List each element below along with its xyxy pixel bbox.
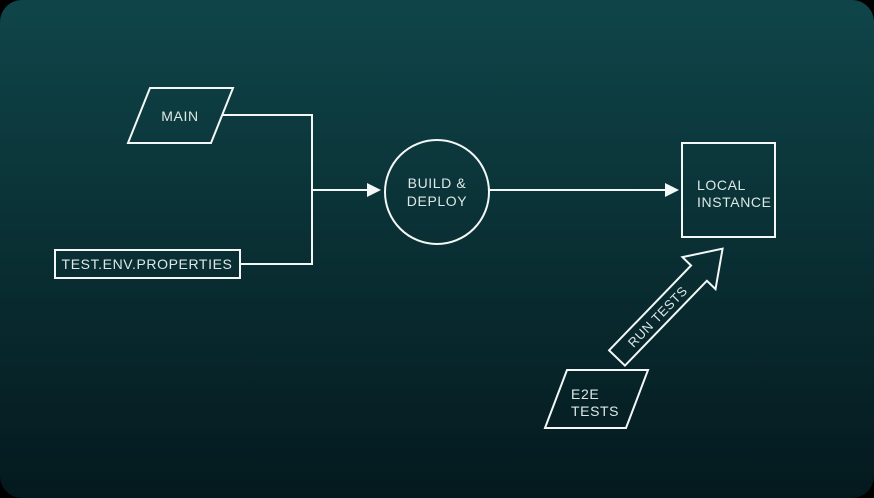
node-test-env-properties: TEST.ENV.PROPERTIES	[54, 249, 241, 279]
local-instance-label-line2: INSTANCE	[697, 194, 772, 210]
main-parallelogram	[126, 87, 235, 144]
test-env-properties-rect	[54, 249, 241, 279]
local-instance-square	[681, 142, 776, 238]
main-label: MAIN	[161, 108, 198, 124]
node-local-instance: LOCAL INSTANCE	[681, 142, 776, 238]
build-deploy-label-line1: BUILD &	[408, 175, 467, 191]
run-tests-arrow-outline	[607, 247, 724, 368]
build-deploy-label-line2: DEPLOY	[407, 193, 467, 209]
test-env-properties-label: TEST.ENV.PROPERTIES	[62, 256, 233, 272]
e2e-tests-label-line1: E2E	[571, 386, 599, 402]
node-e2e-tests: E2E TESTS	[543, 369, 650, 429]
arrowhead-to-local-icon	[665, 183, 679, 197]
e2e-tests-parallelogram	[543, 369, 650, 429]
node-build-deploy: BUILD & DEPLOY	[384, 139, 490, 245]
node-main: MAIN	[126, 87, 235, 144]
local-instance-label-line1: LOCAL	[697, 177, 746, 193]
build-deploy-circle	[384, 139, 490, 245]
arrowhead-to-build-icon	[367, 183, 381, 197]
e2e-tests-label-line2: TESTS	[571, 403, 619, 419]
